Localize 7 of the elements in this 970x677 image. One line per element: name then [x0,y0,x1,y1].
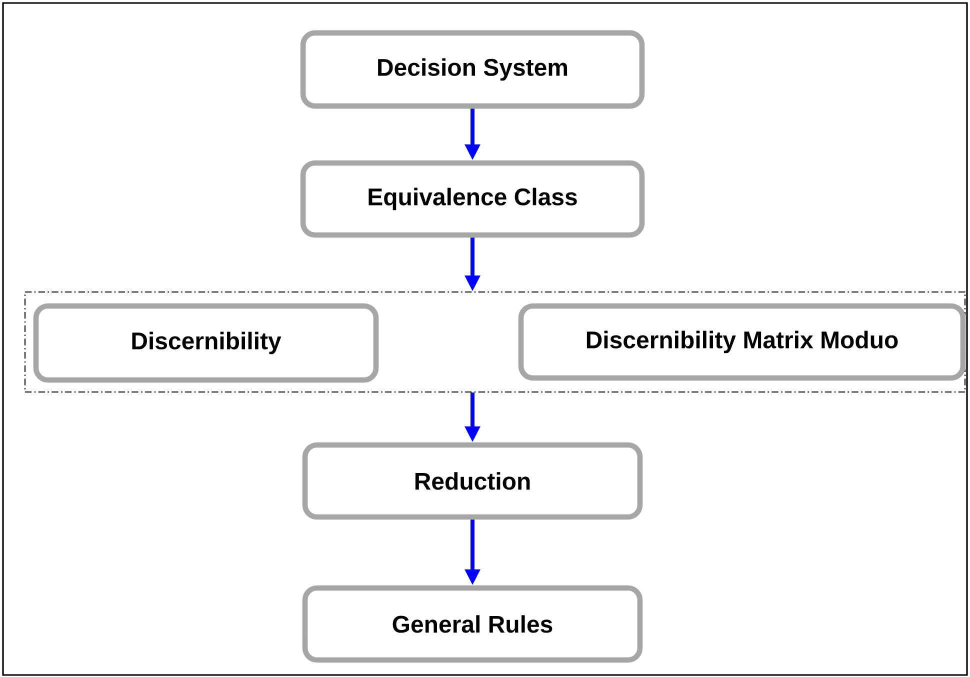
process-box: Discernibility [33,303,379,383]
process-box: Discernibility Matrix Moduo [518,303,966,381]
process-box: General Rules [302,585,643,663]
process-box: Decision System [300,30,645,109]
group-box [24,291,966,393]
process-box: Equivalence Class [300,160,645,238]
process-box: Reduction [302,442,643,520]
